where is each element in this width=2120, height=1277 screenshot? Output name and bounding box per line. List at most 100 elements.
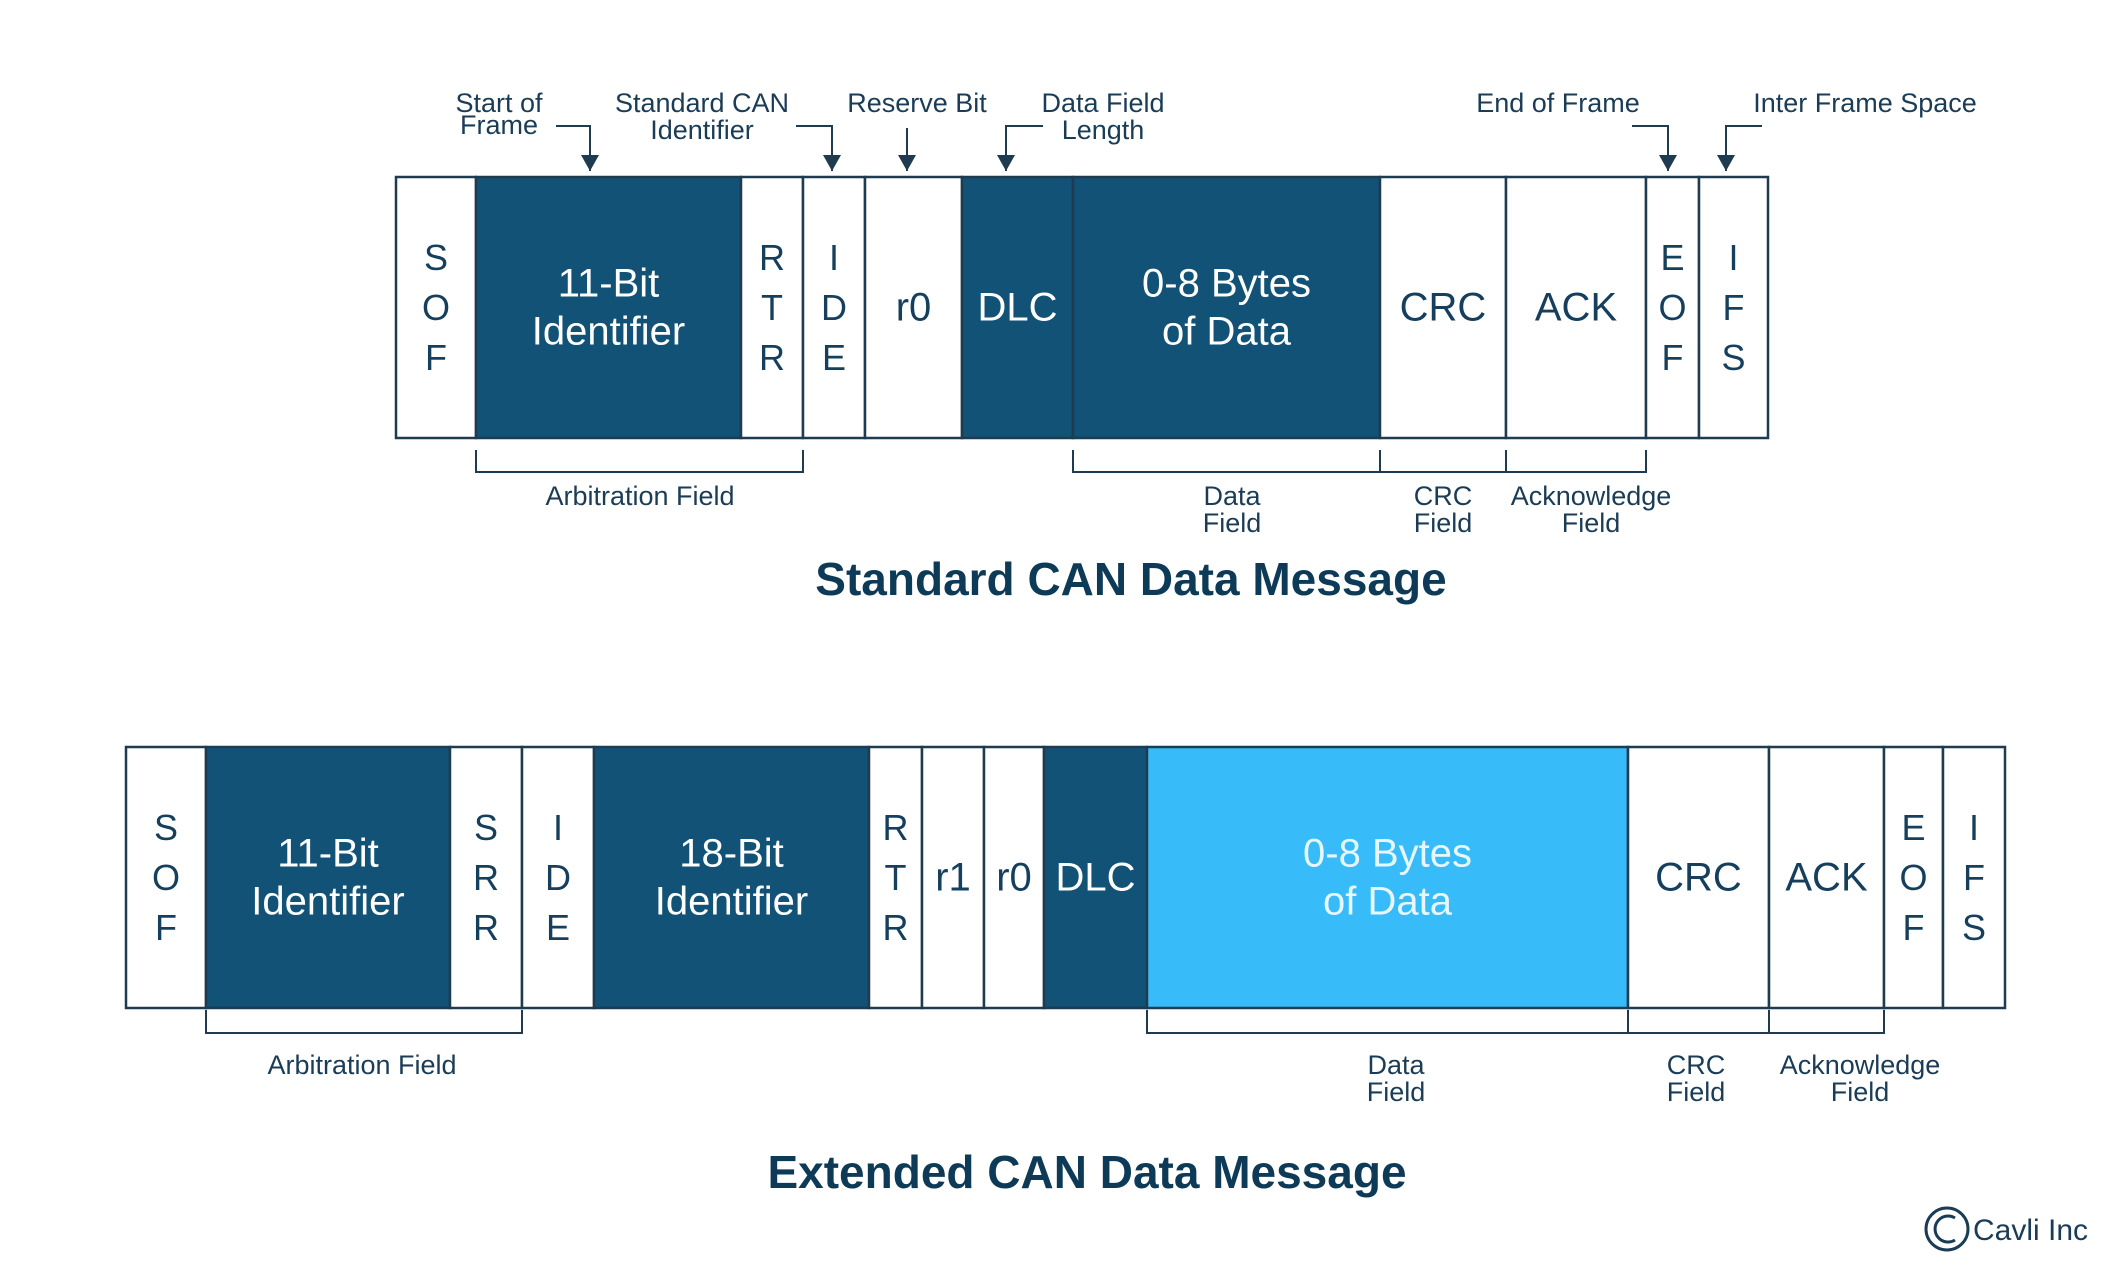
label-end-of-frame-text: End of Frame [1476,88,1640,118]
cell-dlc-box [960,175,1075,440]
group-arbitration-field: Arbitration Field [545,481,734,511]
label-data-field-length-text: Length [1062,115,1145,145]
group-acknowledge-field-text: Field [1562,508,1621,538]
brand-logo: Cavli Inc [1924,1206,2088,1252]
cell-srr-label: R [473,857,499,898]
cell-ack: ACK [1767,745,1886,1010]
cell-ack-label: ACK [1535,286,1618,330]
cell-eof-label: F [1662,337,1684,378]
label-data-field-length-text: Data Field [1041,88,1164,118]
bracket-data-field [1072,450,1381,473]
cell-identifier-18-box [592,745,871,1010]
cell-ifs: IFS [1941,745,2007,1010]
cell-crc: CRC [1378,175,1508,440]
cell-data-box [1145,745,1630,1010]
cell-ifs-box [1941,745,2007,1010]
cell-ack: ACK [1504,175,1648,440]
cell-ide-label: D [821,287,847,328]
bracket-acknowledge-field [1505,450,1647,473]
cell-sof-label: O [422,287,450,328]
cell-r1: r1 [920,745,986,1010]
cell-identifier-11-label: 11-Bit [277,832,379,876]
label-reserve-bit: Reserve Bit [847,88,987,118]
cell-crc-label: CRC [1400,286,1487,330]
cell-crc-label: CRC [1655,856,1742,900]
group-crc-field-text: CRC [1667,1050,1726,1080]
cell-rtr-label: R [759,237,785,278]
cell-ide: IDE [520,745,596,1010]
cell-rtr-label: T [885,857,907,898]
arrow-inter-frame-space [1717,125,1762,171]
cell-eof-label: O [1658,287,1686,328]
cell-srr-label: R [473,907,499,948]
label-standard-can-identifier-text: Identifier [650,115,754,145]
arrow-reserve-bit [898,128,916,171]
cell-eof: EOF [1644,175,1701,440]
cell-ide-box [520,745,596,1010]
cell-rtr-label: T [761,287,783,328]
cell-ifs: IFS [1697,175,1770,440]
cell-data-box [1071,175,1382,440]
cell-sof: SOF [124,745,208,1010]
group-crc-field-text: CRC [1414,481,1473,511]
cell-sof-box [124,745,208,1010]
group-data-field-text: Data [1203,481,1261,511]
cell-crc-box [1378,175,1508,440]
cell-eof-label: E [1660,237,1684,278]
cell-identifier-18-label: Identifier [655,880,808,924]
cell-rtr-label: R [883,807,909,848]
cell-ifs-label: I [1969,807,1979,848]
cell-r0-label: r0 [896,286,932,330]
cell-ide-label: I [553,807,563,848]
group-crc-field-text: Field [1667,1077,1726,1107]
cell-data-label: of Data [1162,310,1292,354]
group-arbitration-field-text: Arbitration Field [545,481,734,511]
cell-ack-label: ACK [1785,856,1868,900]
cell-sof-label: S [154,807,178,848]
cell-data-label: of Data [1323,880,1453,924]
cell-identifier-11-label: 11-Bit [558,262,660,306]
cell-identifier-11-label: Identifier [532,310,685,354]
cell-identifier-11-label: Identifier [251,880,404,924]
label-inter-frame-space: Inter Frame Space [1753,88,1977,118]
bracket-crc-field [1627,1010,1770,1034]
cell-eof-label: O [1899,857,1927,898]
cell-sof-label: O [152,857,180,898]
bracket-data-field [1146,1010,1629,1034]
cell-r1-label: r1 [935,856,971,900]
group-data-field-text: Field [1203,508,1262,538]
label-reserve-bit-text: Reserve Bit [847,88,987,118]
arrow-standard-can-identifier [796,125,841,171]
cell-r0-box [982,745,1046,1010]
group-crc-field-text: Field [1414,508,1473,538]
cell-ifs-label: S [1962,907,1986,948]
cell-ifs-label: S [1721,337,1745,378]
brand-name: Cavli Inc [1973,1214,2088,1247]
cell-eof-label: F [1903,907,1925,948]
cell-data-label: 0-8 Bytes [1142,262,1311,306]
label-inter-frame-space-text: Inter Frame Space [1753,88,1977,118]
cell-ack-box [1767,745,1886,1010]
cell-ide-label: I [829,237,839,278]
bracket-arbitration-field [205,1010,523,1034]
cell-sof-label: F [155,907,177,948]
cell-data-label: 0-8 Bytes [1303,832,1472,876]
label-end-of-frame: End of Frame [1476,88,1640,118]
group-acknowledge-field-text: Field [1831,1077,1890,1107]
cell-ide: IDE [801,175,867,440]
group-data-field-text: Data [1367,1050,1425,1080]
cell-crc: CRC [1626,745,1771,1010]
extended-frame: SOF11-BitIdentifierSRRIDE18-BitIdentifie… [124,745,2007,1010]
cell-ide-label: D [545,857,571,898]
cell-rtr: RTR [739,175,805,440]
copyright-circle-icon [1924,1206,1970,1252]
